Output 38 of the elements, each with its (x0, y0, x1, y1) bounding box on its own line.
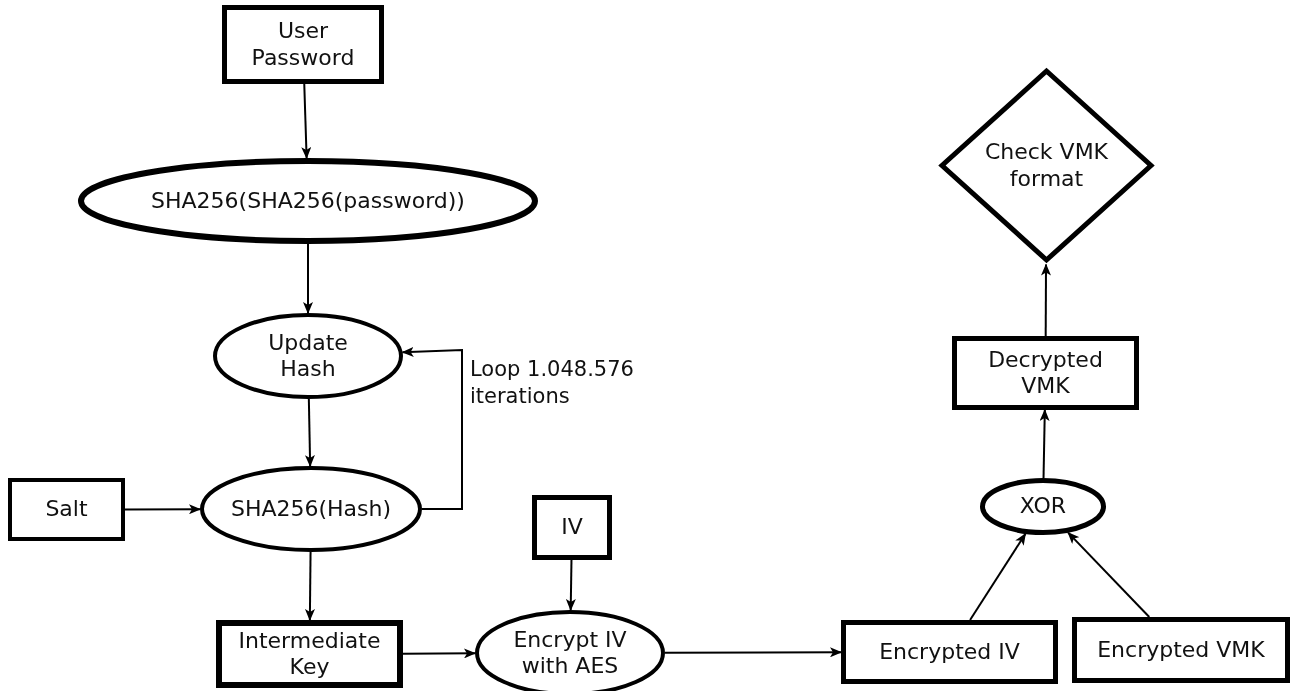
arrow (301, 83, 312, 159)
node-label: XOR (1019, 493, 1067, 520)
process-ellipse (200, 466, 422, 552)
node-label: Salt (45, 496, 88, 523)
arrow (124, 504, 201, 515)
process-box (841, 620, 1058, 684)
node-label: Check VMK format (983, 139, 1110, 192)
arrow (304, 398, 315, 467)
arrow (1039, 409, 1050, 479)
process-box (1072, 617, 1290, 683)
process-ellipse (213, 313, 403, 399)
node-label: Update Hash (267, 329, 349, 383)
process-box (532, 495, 612, 560)
node-label: SHA256(Hash) (230, 495, 392, 523)
node-label: IV (561, 514, 583, 541)
node-label: Encrypted IV (879, 638, 1020, 666)
arrow (304, 551, 315, 621)
arrow (1067, 531, 1151, 618)
arrow (1040, 263, 1051, 337)
arrow (402, 648, 476, 659)
node-label: Encrypt IV with AES (512, 626, 628, 680)
process-ellipse (980, 478, 1106, 535)
node-label: Intermediate Key (237, 627, 382, 681)
arrow (565, 559, 576, 611)
decision-diamond (937, 66, 1156, 265)
process-box (8, 478, 125, 541)
process-ellipse (78, 158, 538, 244)
node-label: SHA256(SHA256(password)) (151, 187, 465, 215)
node-label: User Password (250, 18, 356, 71)
arrow (401, 346, 463, 510)
process-box (952, 336, 1139, 410)
process-box (216, 620, 403, 688)
arrow (664, 647, 842, 658)
node-label: Decrypted VMK (987, 346, 1104, 400)
node-label: Encrypted VMK (1097, 636, 1265, 664)
arrow (303, 243, 313, 314)
process-box (222, 5, 384, 84)
arrow (969, 532, 1027, 621)
